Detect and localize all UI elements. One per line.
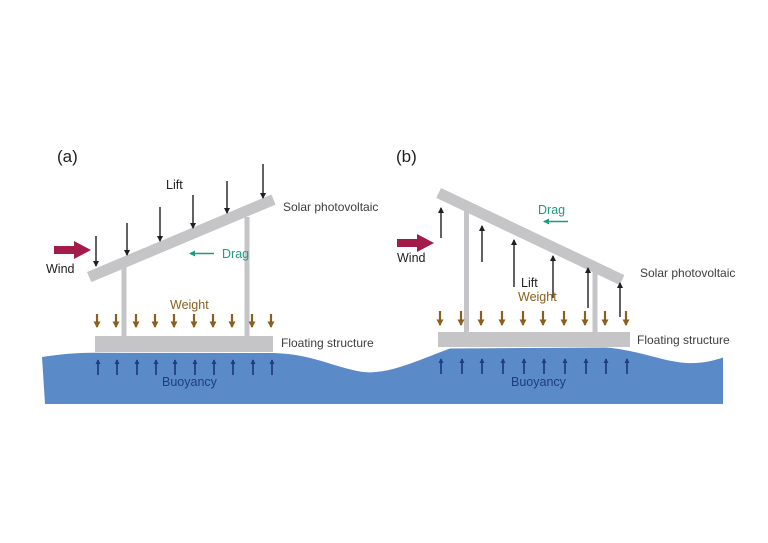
weight-label-a: Weight <box>170 298 209 312</box>
panel-b-right-leg <box>592 270 598 333</box>
lift-arrows-a <box>93 164 266 267</box>
solar-panel-a-bar <box>86 194 276 283</box>
lift-arrows-b <box>438 207 623 317</box>
wind-arrow-icon-a <box>54 241 91 259</box>
water-surface <box>42 347 723 404</box>
solar-pv-label-b: Solar photovoltaic <box>640 266 735 280</box>
weight-label-b: Weight <box>518 290 557 304</box>
solar-panel-a <box>86 194 276 283</box>
floating-structure-b <box>438 332 630 347</box>
buoyancy-label-b: Buoyancy <box>511 375 567 389</box>
lift-label-a: Lift <box>166 178 183 192</box>
wind-arrow-icon-b <box>397 234 434 252</box>
buoyancy-label-a: Buoyancy <box>162 375 218 389</box>
solar-panel-b <box>436 188 625 286</box>
buoyancy-arrows-a <box>95 359 275 375</box>
floating-structure-label-b: Floating structure <box>637 333 730 347</box>
wind-label-b: Wind <box>397 251 426 265</box>
floating-structure-label-a: Floating structure <box>281 336 374 350</box>
panel-a-left-leg <box>121 267 127 337</box>
wind-label-a: Wind <box>46 262 75 276</box>
buoyancy-arrows-b <box>438 358 630 374</box>
lift-label-b: Lift <box>521 276 538 290</box>
structures <box>86 188 630 352</box>
drag-label-b: Drag <box>538 203 565 217</box>
panel-a-right-leg <box>244 217 250 337</box>
weight-arrows-a <box>93 314 275 328</box>
panel-a-letter: (a) <box>57 147 78 166</box>
solar-pv-label-a: Solar photovoltaic <box>283 200 378 214</box>
drag-label-a: Drag <box>222 247 249 261</box>
floating-structure-a <box>95 336 273 352</box>
solar-panel-b-bar <box>436 188 625 286</box>
weight-arrows-b <box>436 311 630 326</box>
panel-b-letter: (b) <box>396 147 417 166</box>
panel-b-left-leg <box>464 209 469 333</box>
